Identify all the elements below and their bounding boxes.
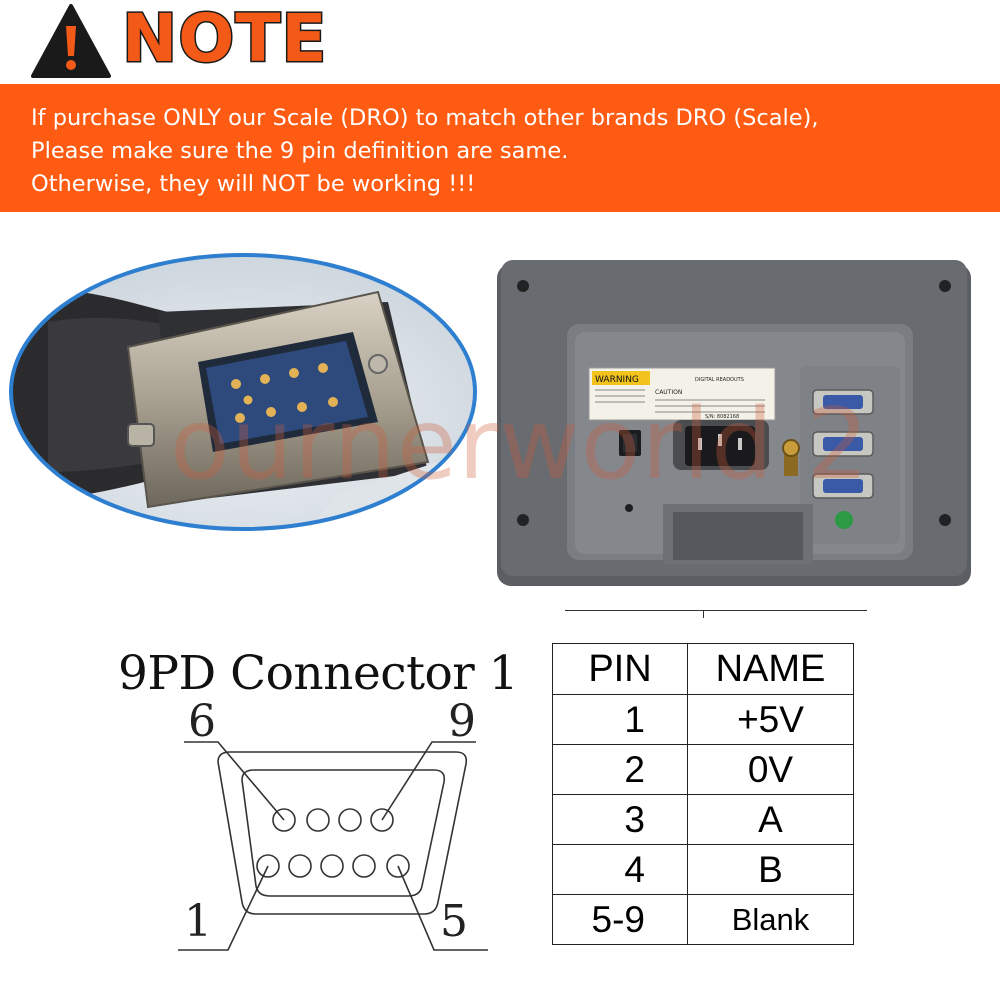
pin-cell: 2	[552, 744, 688, 795]
serial-label-text: S/N: 8082168	[705, 414, 739, 420]
name-cell: Blank	[687, 894, 854, 945]
pin-cell: 3	[552, 794, 688, 845]
pin-cell: 4	[552, 844, 688, 895]
diagram-title: 9PD Connector 1	[118, 646, 519, 701]
column-header-pin: PIN	[552, 643, 688, 695]
banner-line: Please make sure the 9 pin definition ar…	[31, 138, 569, 164]
db9-outline-diagram	[178, 741, 488, 951]
pin-label-1: 1	[184, 896, 212, 947]
warning-triangle-icon	[31, 4, 111, 78]
dro-device-photo: WARNING DIGITAL READOUTS CAUTION S/N: 80…	[497, 260, 971, 586]
table-row: 4 B	[552, 844, 854, 895]
banner-line: Otherwise, they will NOT be working !!!	[31, 171, 476, 197]
product-label-text: DIGITAL READOUTS	[695, 377, 744, 383]
watermark-text: ournerworld 2	[170, 388, 870, 502]
name-cell: B	[687, 844, 854, 895]
connector-photo	[9, 253, 477, 531]
name-cell: A	[687, 794, 854, 845]
name-cell: +5V	[687, 694, 854, 745]
table-top-rule	[565, 610, 867, 621]
column-header-name: NAME	[687, 643, 854, 695]
banner-line: If purchase ONLY our Scale (DRO) to matc…	[31, 105, 819, 131]
table-row: 2 0V	[552, 744, 854, 795]
pin-diagram: 6 9 1 5	[170, 696, 500, 960]
pin-label-9: 9	[448, 696, 476, 747]
table-row: 1 +5V	[552, 694, 854, 745]
warning-label-text: WARNING	[595, 375, 639, 385]
note-banner: If purchase ONLY our Scale (DRO) to matc…	[0, 84, 1000, 212]
pin-cell: 5-9	[552, 894, 688, 945]
table-header-row: PIN NAME	[552, 643, 854, 695]
caution-label-text: CAUTION	[655, 389, 682, 396]
pin-cell: 1	[552, 694, 688, 745]
table-top-rule-divider	[703, 610, 704, 618]
pin-definition-table: PIN NAME 1 +5V 2 0V 3 A 4 B 5-9 Blank	[552, 643, 854, 945]
note-title: NOTE	[120, 0, 328, 79]
pin-label-6: 6	[188, 696, 216, 747]
table-row: 5-9 Blank	[552, 894, 854, 945]
name-cell: 0V	[687, 744, 854, 795]
pin-label-5: 5	[440, 896, 468, 947]
table-row: 3 A	[552, 794, 854, 845]
